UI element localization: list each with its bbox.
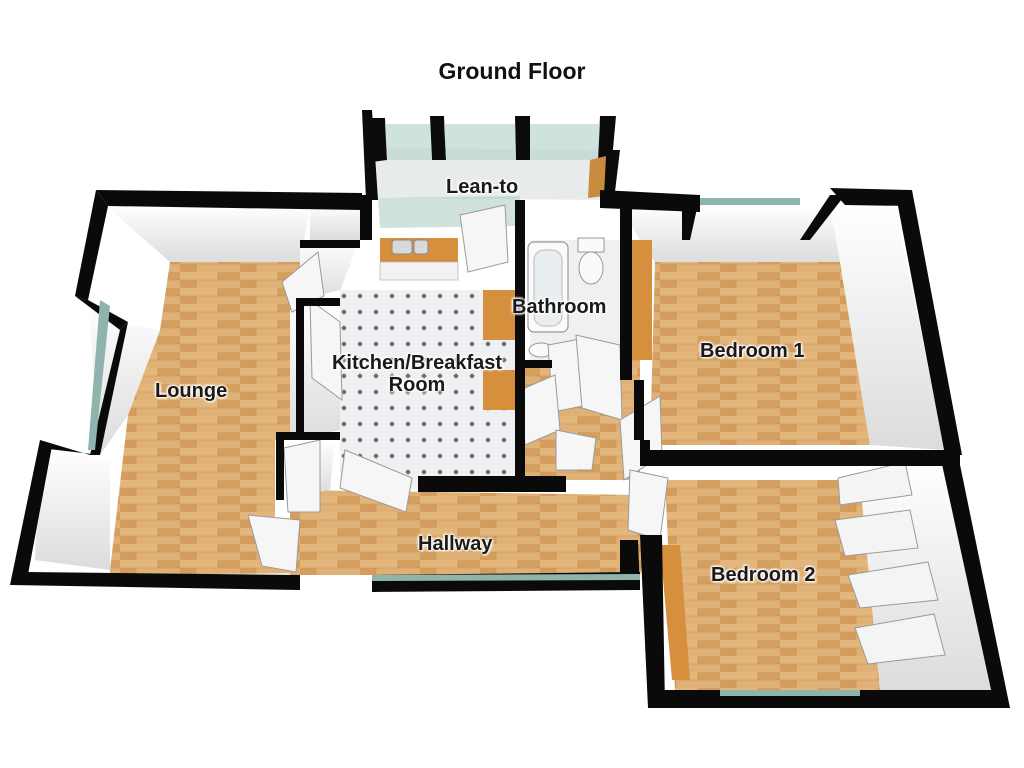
plan-title: Ground Floor	[438, 58, 586, 84]
floors	[110, 240, 880, 690]
room-label-bathroom: Bathroom	[512, 296, 607, 318]
room-label-bedroom-2: Bedroom 2	[711, 564, 816, 586]
fittings	[379, 237, 690, 680]
room-label-bedroom-1: Bedroom 1	[700, 340, 805, 362]
lean-to-area	[362, 110, 620, 228]
room-label-lean-to: Lean-to	[446, 176, 519, 198]
windows	[88, 198, 860, 696]
room-label-kitchen-line2: Room	[388, 374, 446, 396]
room-label-kitchen: Kitchen/Breakfast Room	[312, 352, 522, 396]
wardrobe-doors	[834, 461, 946, 665]
room-label-lounge: Lounge	[155, 380, 228, 402]
room-label-hallway: Hallway	[418, 533, 493, 555]
room-label-kitchen-line1: Kitchen/Breakfast	[331, 352, 503, 374]
